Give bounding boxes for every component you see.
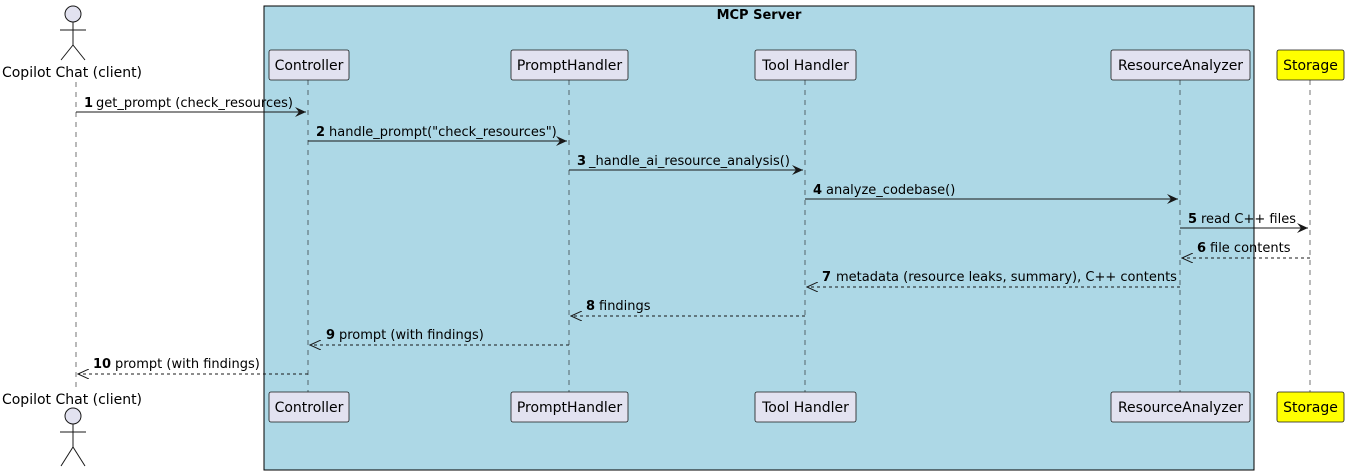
participant-label: Storage [1283, 400, 1338, 416]
actor-client-top [60, 5, 86, 61]
participant-resource-analyzer-top: ResourceAnalyzer [1110, 49, 1251, 81]
participant-label: Storage [1283, 58, 1338, 74]
participant-label: Controller [275, 400, 344, 416]
message-label: handle_prompt("check_resources") [329, 125, 557, 140]
message-10: 10 prompt (with findings) [78, 357, 308, 374]
message-label: get_prompt (check_resources) [96, 96, 293, 111]
message-label: findings [599, 299, 651, 314]
lifelines [75, 80, 1311, 392]
actor-client-bottom [60, 407, 86, 467]
participant-controller-bottom: Controller [268, 391, 350, 423]
message-9: 9 prompt (with findings) [310, 328, 569, 345]
message-label: read C++ files [1201, 212, 1296, 227]
message-number: 6 [1197, 241, 1206, 256]
group-title: MCP Server [717, 8, 802, 23]
actor-label-bottom: Copilot Chat (client) [2, 392, 142, 408]
participant-tool-handler-top: Tool Handler [754, 49, 857, 81]
participant-label: Controller [275, 58, 344, 74]
participant-label: PromptHandler [517, 400, 623, 416]
message-number: 2 [316, 125, 325, 140]
message-number: 4 [813, 183, 822, 198]
message-label: metadata (resource leaks, summary), C++ … [836, 270, 1177, 285]
participant-storage-top: Storage [1276, 49, 1345, 81]
participant-resource-analyzer-bottom: ResourceAnalyzer [1110, 391, 1251, 423]
message-7: 7 metadata (resource leaks, summary), C+… [807, 270, 1180, 287]
participant-label: Tool Handler [761, 400, 849, 416]
participant-prompt-handler-top: PromptHandler [510, 49, 629, 81]
message-number: 1 [84, 96, 93, 111]
message-label: analyze_codebase() [826, 183, 955, 198]
participant-label: Tool Handler [761, 58, 849, 74]
message-4: 4 analyze_codebase() [805, 183, 1178, 204]
message-1: 1 get_prompt (check_resources) [76, 96, 306, 117]
message-8: 8 findings [571, 299, 805, 316]
message-number: 9 [326, 328, 335, 343]
participant-controller-top: Controller [268, 49, 350, 81]
message-label: prompt (with findings) [339, 328, 484, 343]
message-3: 3 _handle_ai_resource_analysis() [569, 154, 803, 175]
message-number: 3 [577, 154, 586, 169]
participant-label: ResourceAnalyzer [1118, 58, 1243, 74]
actor-label-top: Copilot Chat (client) [2, 65, 142, 81]
message-number: 7 [822, 270, 831, 285]
message-2: 2 handle_prompt("check_resources") [308, 125, 567, 146]
participant-label: PromptHandler [517, 58, 623, 74]
message-label: prompt (with findings) [115, 357, 260, 372]
message-5: 5 read C++ files [1180, 212, 1308, 233]
message-number: 10 [93, 357, 111, 372]
message-number: 8 [586, 299, 595, 314]
participant-label: ResourceAnalyzer [1118, 400, 1243, 416]
participant-storage-bottom: Storage [1276, 391, 1345, 423]
message-label: file contents [1210, 241, 1291, 256]
message-label: _handle_ai_resource_analysis() [588, 154, 790, 169]
message-6: 6 file contents [1182, 241, 1310, 258]
participant-tool-handler-bottom: Tool Handler [754, 391, 857, 423]
message-number: 5 [1188, 212, 1197, 227]
participant-prompt-handler-bottom: PromptHandler [510, 391, 629, 423]
